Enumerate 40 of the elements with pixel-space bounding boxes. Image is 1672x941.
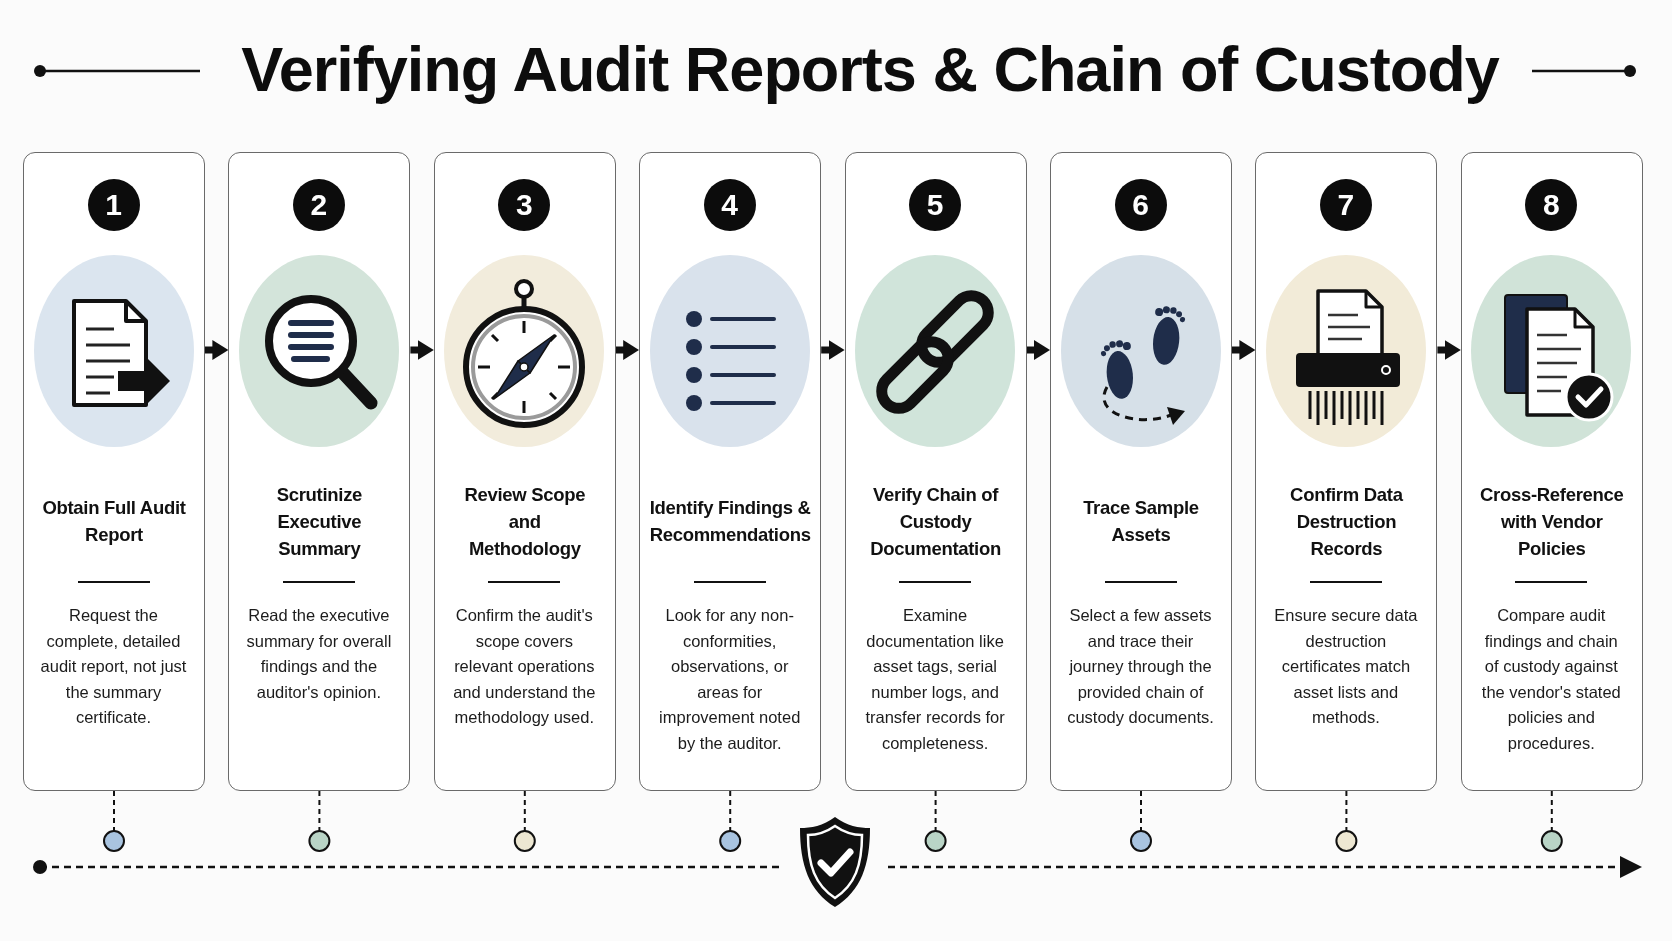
title: Verifying Audit Reports & Chain of Custody <box>241 34 1499 104</box>
step-number: 1 <box>87 179 140 231</box>
step-title: Review Scope and Methodology <box>463 482 587 561</box>
step-number: 2 <box>292 179 345 231</box>
step-number: 7 <box>1319 179 1372 231</box>
step-card <box>844 152 1027 791</box>
arrow <box>821 340 845 360</box>
step-description: Compare audit findings and chain of custody against the vendor's stated policies and procedures. <box>1480 605 1622 754</box>
step-number: 4 <box>703 179 756 231</box>
arrow <box>1026 340 1050 360</box>
step-card <box>23 152 205 791</box>
step-description: Look for any non-conformities, observations, or areas for improvement noted by the auditor. <box>658 605 802 754</box>
step-title: Obtain Full Audit Report <box>41 496 187 547</box>
step-description: Select a few assets and trace their journey through the provided chain of custody documents. <box>1066 605 1215 728</box>
step-number: 6 <box>1114 179 1167 231</box>
step-title: Trace Sample Assets <box>1082 496 1200 547</box>
step-card <box>1050 152 1232 791</box>
step-number: 8 <box>1525 179 1578 231</box>
step-card <box>1255 152 1438 791</box>
step-description: Ensure secure data destruction certificates match asset lists and methods. <box>1273 605 1419 728</box>
step-description: Examine documentation like asset tags, serial number logs, and transfer records for completeness. <box>864 605 1006 754</box>
arrow <box>615 340 640 360</box>
step-card <box>639 152 822 791</box>
step-number: 3 <box>498 179 551 231</box>
step-title: Confirm Data Destruction Records <box>1289 482 1404 561</box>
arrow <box>1232 340 1256 360</box>
arrow <box>410 340 434 360</box>
step-card <box>1460 152 1643 791</box>
step-card <box>433 152 616 791</box>
arrow <box>205 340 229 360</box>
step-title: Cross-Reference with Vendor Policies <box>1479 482 1625 561</box>
step-title: Verify Chain of Custody Documentation <box>869 482 1002 561</box>
step-description: Request the complete, detailed audit report, not just the summary certificate. <box>39 605 188 728</box>
step-number: 5 <box>909 179 962 231</box>
step-card <box>228 152 411 791</box>
arrow <box>1437 340 1461 360</box>
step-title: Scrutinize Executive Summary <box>275 482 364 561</box>
step-description: Read the executive summary for overall findings and the auditor's opinion. <box>245 605 393 703</box>
step-title: Identify Findings & Recommendations <box>648 496 812 547</box>
step-description: Confirm the audit's scope covers relevant operations and understand the methodology used. <box>452 605 597 728</box>
